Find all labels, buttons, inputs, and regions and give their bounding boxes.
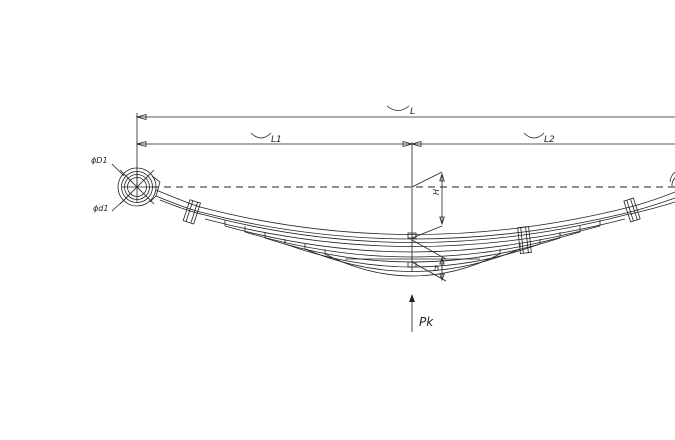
dimension-partial-lengths: L1 L2 bbox=[135, 132, 675, 148]
label-left-length: L1 bbox=[271, 135, 282, 145]
clip-right-outer bbox=[623, 197, 641, 223]
label-arc-height: H bbox=[432, 189, 441, 195]
clip-left bbox=[182, 199, 201, 225]
rebound-clips bbox=[182, 197, 641, 254]
spring-eye-left: ϕD1 ϕd1 bbox=[91, 156, 161, 213]
spring-eye-right bbox=[669, 171, 675, 187]
clip-right-inner bbox=[517, 226, 532, 254]
label-load: Pk bbox=[419, 315, 434, 329]
axis-lines bbox=[152, 142, 675, 272]
label-eye-outer-diameter: ϕD1 bbox=[91, 156, 108, 165]
dimension-thickness: h bbox=[411, 239, 447, 282]
load-arrow: Pk bbox=[409, 294, 434, 332]
label-eye-inner-diameter: ϕd1 bbox=[93, 204, 108, 213]
label-right-length: L2 bbox=[544, 135, 555, 145]
dimension-arc-height: H bbox=[411, 171, 445, 239]
label-total-length: L bbox=[410, 107, 415, 117]
label-thickness: h bbox=[434, 264, 439, 273]
